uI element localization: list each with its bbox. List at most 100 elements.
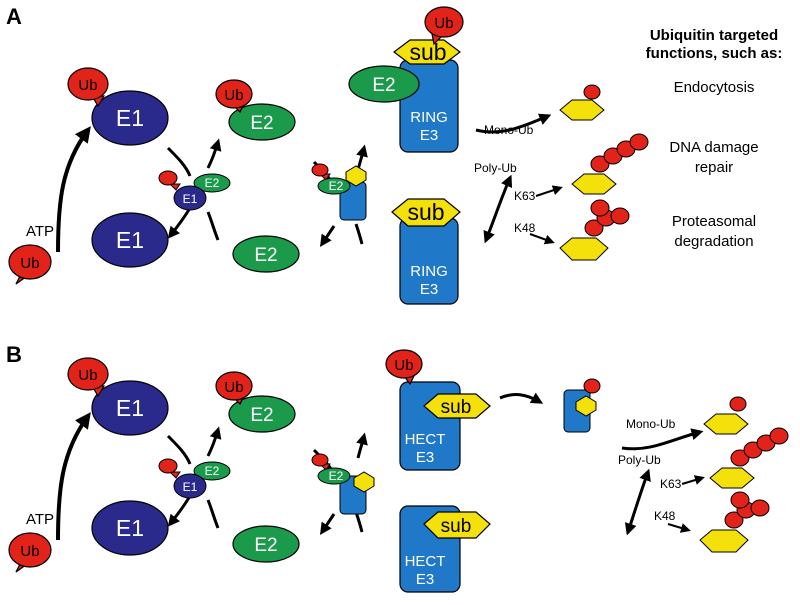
free-ubiquitin-b: Ub	[8, 532, 52, 573]
k63-arrow-a	[535, 185, 563, 197]
curve-e3-in-b	[354, 511, 364, 533]
ub-tag-top-a: Ub	[434, 15, 453, 32]
curve-e2-in-b	[206, 499, 220, 529]
e2-free-a: E2	[232, 235, 300, 273]
curve-e3-in-a	[354, 223, 364, 245]
e2-e3-complex-a: E2	[311, 163, 367, 221]
hect-e3-ub-b: HECT E3 sub Ub	[385, 349, 491, 471]
e1-free-label-b: E1	[116, 515, 144, 541]
e1-free-b: E1	[91, 500, 169, 556]
complex-e1-label-a: E1	[183, 192, 198, 206]
curve-e3-up-b	[356, 432, 368, 459]
e2-ub-tag-a: Ub	[224, 87, 243, 104]
hect-name-top-b: HECT	[405, 431, 446, 448]
function-dna-line1: DNA damage	[669, 139, 758, 156]
k48-arrow-a	[529, 233, 555, 245]
k48-label-b: K48	[654, 509, 676, 523]
ring-e3-sub-a: RING E3 sub	[391, 198, 461, 305]
k63-product-b	[709, 427, 789, 489]
sub-label-bottom-a: sub	[407, 199, 444, 225]
mono-ub-arrow-b	[621, 428, 704, 451]
hect-transfer-arrow-b	[499, 392, 544, 404]
sub-label-top-a: sub	[409, 39, 446, 65]
panel-b: B Ub ATP E1 E1 Ub E2 E1	[6, 342, 789, 593]
k63-label-b: K63	[660, 477, 682, 491]
atp-arrow-b	[56, 412, 91, 541]
curve-e1-out-a	[167, 207, 192, 239]
curve-e2-out-a	[206, 138, 222, 169]
hect-name-bottom-b: HECT	[405, 553, 446, 570]
function-dna-line2: repair	[695, 159, 733, 176]
poly-ub-arrow-b	[624, 468, 651, 536]
panel-b-letter: B	[6, 342, 22, 367]
complex-e2e3-label-a: E2	[329, 179, 344, 193]
e1-ub-label-a: E1	[116, 105, 144, 131]
curve-e2e3-out-b	[320, 513, 336, 535]
ring-e3-bottom-a: E3	[420, 281, 438, 298]
complex-e1-label-b: E1	[183, 480, 198, 494]
k63-product-a	[571, 133, 649, 195]
k63-arrow-b	[681, 475, 705, 485]
functions-header-line1: Ubiquitin targeted	[650, 27, 778, 44]
curve-e2-in-a	[206, 211, 220, 241]
panel-a-letter: A	[6, 4, 22, 29]
k63-label-a: K63	[514, 189, 536, 203]
mono-ub-label-a: Mono-Ub	[484, 123, 534, 137]
sub-label-bottom-b: sub	[441, 516, 472, 537]
curve-e2-out-b	[206, 426, 222, 457]
e1-ub-b: E1 Ub	[67, 357, 169, 436]
k48-product-a	[559, 199, 630, 261]
curve-e1-in-a	[166, 146, 192, 177]
atp-label-b: ATP	[26, 511, 54, 528]
e2-on-ring-a: E2	[372, 75, 395, 96]
free-ub-label-a: Ub	[20, 255, 39, 272]
e2-free-label-b: E2	[254, 535, 277, 556]
ring-e3-ub-a: RING E3 sub Ub E2	[348, 6, 464, 153]
curve-e1-in-b	[166, 434, 192, 465]
k48-arrow-b	[667, 523, 691, 533]
hect-release-b	[563, 378, 601, 433]
curve-e1-out-b	[167, 495, 192, 527]
functions-header-line2: functions, such as:	[646, 45, 783, 62]
ub-tag-top-b: Ub	[394, 357, 413, 374]
complex-e2e3-label-b: E2	[329, 469, 344, 483]
e2-ub-label-a: E2	[250, 113, 273, 134]
complex-e2-label-b: E2	[205, 464, 220, 478]
k48-label-a: K48	[514, 221, 536, 235]
function-proteasomal-line1: Proteasomal	[672, 213, 756, 230]
mono-ub-label-b: Mono-Ub	[626, 417, 676, 431]
e1-e2-complex-a: E2 E1	[158, 170, 231, 211]
poly-ub-label-a: Poly-Ub	[474, 161, 517, 175]
e1-ub-tag-b: Ub	[78, 367, 97, 384]
mono-ub-product-a	[559, 84, 605, 121]
complex-e2-label-a: E2	[205, 176, 220, 190]
e1-ub-a: E1 Ub	[67, 67, 169, 146]
mono-ub-arrow-a	[475, 113, 552, 134]
hect-e3-sub-b: HECT E3 sub	[399, 505, 491, 593]
e2-e3-complex-b: E2	[311, 453, 375, 515]
ring-name-top-a: RING	[410, 109, 448, 126]
curve-e3-up-a	[356, 144, 368, 171]
mono-ub-product-b	[703, 396, 749, 435]
e2-free-b: E2	[232, 525, 300, 563]
e1-e2-complex-b: E2 E1	[158, 458, 231, 499]
hect-e3-bottom-b: E3	[416, 571, 434, 588]
e2-free-label-a: E2	[254, 245, 277, 266]
ring-e3-top-a: E3	[420, 127, 438, 144]
function-proteasomal-line2: degradation	[674, 233, 753, 250]
e2-ub-b: E2 Ub	[215, 371, 296, 433]
free-ubiquitin-a: Ub	[8, 244, 52, 285]
function-labels: Ubiquitin targeted functions, such as: E…	[646, 27, 783, 250]
ring-name-bottom-a: RING	[410, 263, 448, 280]
hect-e3-top-b: E3	[416, 449, 434, 466]
e1-ub-tag-a: Ub	[78, 77, 97, 94]
poly-ub-arrow-a	[483, 174, 513, 244]
poly-ub-label-b: Poly-Ub	[618, 453, 661, 467]
panel-a: A Ub ATP E1 E1 Ub	[6, 4, 783, 305]
e2-ub-label-b: E2	[250, 405, 273, 426]
free-ub-label-b: Ub	[20, 543, 39, 560]
e2-ub-tag-b: Ub	[224, 379, 243, 396]
sub-label-top-b: sub	[441, 397, 472, 418]
